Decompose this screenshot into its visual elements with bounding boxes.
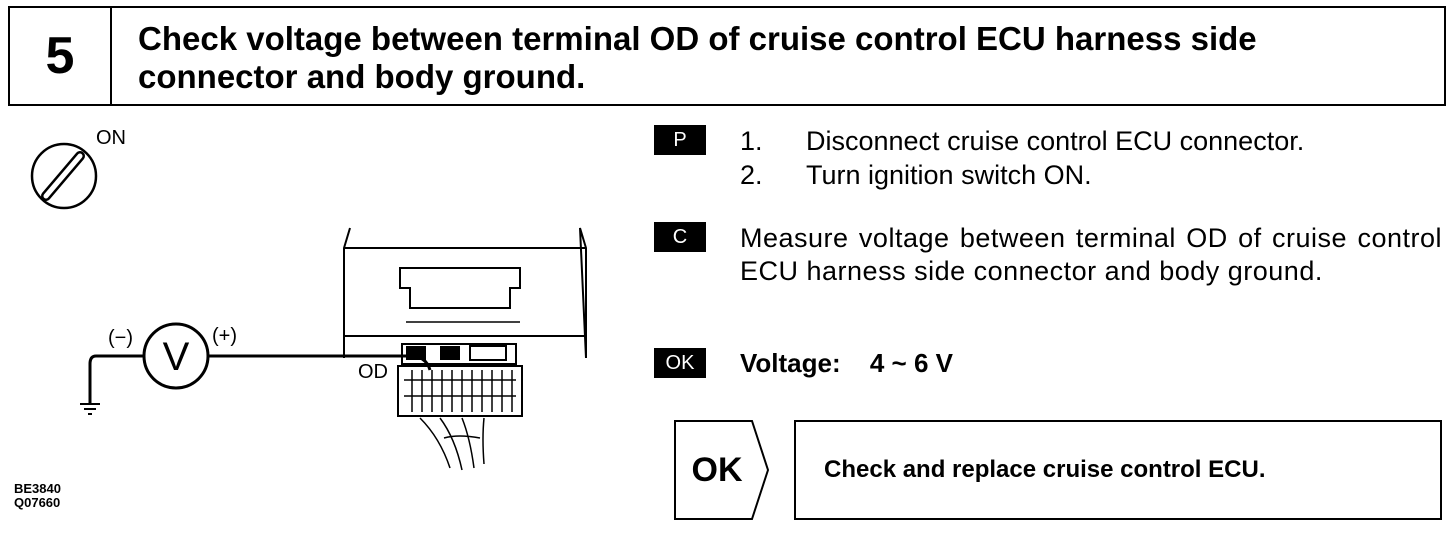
step-title-line-2: connector and body ground. [138,58,586,95]
result-action-box: Check and replace cruise control ECU. [794,420,1442,520]
wiring-diagram: ON [0,108,640,528]
voltmeter-symbol: V [163,335,190,379]
negative-probe-label: (−) [108,327,133,349]
body-ground-icon [80,403,100,415]
terminal-od-label: OD [358,361,388,383]
spec-tag: OK [654,348,706,378]
voltmeter-icon: V [142,322,210,390]
check-instruction: Measure voltage between terminal OD of c… [740,223,1442,286]
voltage-spec: Voltage: 4 ~ 6 V [740,348,953,379]
ok-result-label: OK [691,450,743,489]
prep-step-1-number: 1. [740,126,763,156]
prep-step-1-text: Disconnect cruise control ECU connector. [806,126,1305,156]
step-number: 5 [10,8,112,104]
step-header: 5 Check voltage between terminal OD of c… [8,6,1446,106]
step-title-line-1: Check voltage between terminal OD of cru… [138,20,1257,57]
diagram-illustration: ON [30,127,587,471]
prep-step-2-text: Turn ignition switch ON. [806,160,1092,190]
harness-connector [397,343,523,471]
prep-tag: P [654,125,706,155]
positive-probe-label: (+) [212,325,237,347]
step-title: Check voltage between terminal OD of cru… [138,20,1418,96]
ecu-housing [343,227,587,359]
ok-result-marker: OK [674,420,770,520]
ignition-switch-icon [30,142,98,210]
check-tag: C [654,222,706,252]
ignition-on-label: ON [96,127,126,149]
figure-code-2: Q07660 [14,495,61,510]
voltage-value: 4 ~ 6 V [869,348,953,378]
figure-code-1: BE3840 [14,481,61,496]
voltage-label: Voltage: [740,348,841,378]
figure-code: BE3840 Q07660 [14,482,61,510]
prep-step-2-number: 2. [740,160,763,190]
result-action-text: Check and replace cruise control ECU. [824,456,1266,483]
